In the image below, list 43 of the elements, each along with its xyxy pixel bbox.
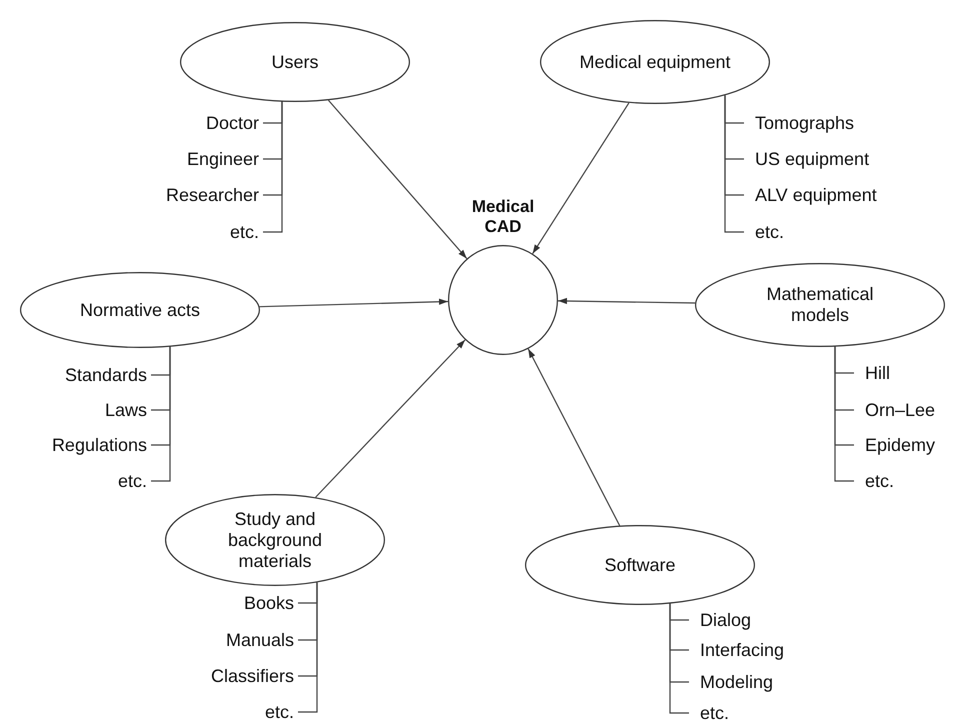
list-item: Dialog: [689, 609, 752, 631]
list-item: Engineer: [186, 148, 263, 170]
list-item: Epidemy: [854, 434, 936, 456]
list-item: Standards: [64, 364, 151, 386]
tree-connector: [151, 346, 171, 482]
list-item: Laws: [104, 399, 151, 421]
category-label: Medical equipment: [579, 52, 731, 72]
list-item: etc.: [689, 702, 730, 723]
category-label: Mathematical models: [765, 284, 875, 326]
tree-connector: [263, 102, 283, 233]
list-item: US equipment: [744, 148, 870, 170]
list-item: Tomographs: [744, 112, 854, 134]
list-item: ALV equipment: [744, 184, 877, 206]
list-item: Orn–Lee: [854, 399, 936, 421]
list-item: Hill: [854, 362, 890, 384]
arrow: [532, 102, 630, 254]
arrow: [558, 298, 696, 304]
list-item: etc.: [118, 470, 151, 492]
list-item: Regulations: [52, 434, 151, 456]
category-label: Users: [271, 52, 318, 72]
tree-connector: [834, 346, 854, 482]
arrow: [328, 100, 468, 259]
list-item: Researcher: [166, 184, 263, 206]
list-item: Manuals: [226, 629, 298, 651]
arrow: [528, 348, 620, 526]
arrow: [260, 298, 448, 308]
tree-connector: [724, 95, 744, 233]
category-label: Software: [604, 554, 676, 576]
list-item: etc.: [264, 701, 298, 723]
list-item: Doctor: [206, 112, 263, 134]
arrow: [315, 339, 466, 498]
tree-connector: [298, 582, 318, 713]
list-item: Books: [244, 592, 298, 614]
category-label: Study and background materials: [226, 508, 324, 572]
list-item: Modeling: [689, 671, 774, 693]
list-item: etc.: [230, 221, 263, 243]
list-item: Interfacing: [689, 639, 784, 661]
center-title: Medical CAD: [470, 197, 536, 237]
tree-connector: [669, 604, 689, 714]
list-item: etc.: [854, 470, 894, 492]
category-label: Normative acts: [80, 300, 200, 320]
list-item: etc.: [744, 221, 784, 243]
list-item: Classifiers: [210, 665, 298, 687]
